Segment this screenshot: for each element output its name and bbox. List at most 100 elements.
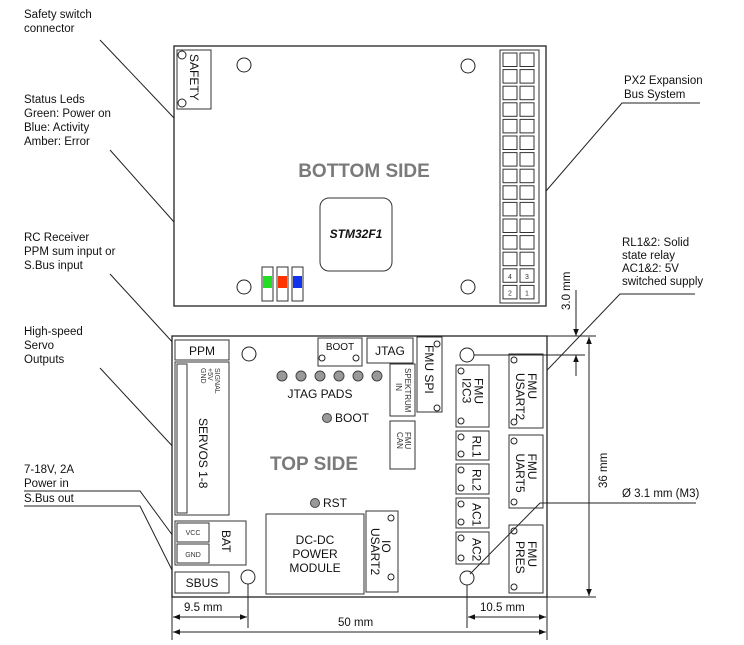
callout-text: 7-18V, 2A: [24, 464, 74, 476]
connector-pin: [502, 218, 518, 233]
callout-text: RL1&2: Solid: [622, 237, 689, 249]
pin-number: 2: [508, 290, 512, 297]
callout-px2: PX2 Expansion Bus System: [539, 75, 703, 199]
connector-pin: [519, 135, 535, 150]
servos-label: SERVOS 1-8: [196, 418, 210, 489]
safety-connector: SAFETY: [176, 49, 212, 110]
connector-label: FMU: [525, 454, 539, 480]
leader-line: [109, 149, 175, 223]
connector-pin: [519, 85, 535, 101]
connector-pin: [519, 251, 535, 267]
callout-text: Green: Power on: [24, 108, 111, 120]
connector-pin: [519, 218, 535, 233]
callout-relay: RL1&2: Solid state relay AC1&2: 5V switc…: [486, 237, 703, 434]
callout-safety: Safety switch connector: [24, 9, 175, 119]
connector-pin: [502, 152, 518, 167]
width-dim: 50 mm: [338, 617, 373, 629]
callout-text: High-speed: [24, 326, 83, 338]
ppm-connector: [174, 339, 230, 361]
callout-rc: RC Receiver PPM sum input or S.Bus input: [24, 232, 177, 347]
connector: [508, 353, 544, 429]
connector-label: FMU: [525, 373, 539, 399]
pin-icon: [510, 498, 518, 506]
connector-pin: [502, 235, 518, 250]
connector-label: AC2: [470, 538, 484, 562]
pin-icon: [387, 573, 395, 581]
mount-hole: [240, 569, 256, 585]
gnd-label: GND: [185, 552, 201, 559]
jtag-pad: [352, 370, 364, 382]
mount-hole: [460, 58, 476, 74]
connector-pin: [502, 118, 518, 134]
connector-pin: [519, 268, 535, 283]
pin-icon: [510, 583, 518, 591]
jtag-pads: [276, 370, 383, 382]
status-led: [293, 276, 302, 288]
spektrum-label: SPEKTRUM: [403, 368, 412, 413]
jtag-label: JTAG: [375, 344, 405, 358]
leader-line: [99, 367, 177, 451]
connector-pin: [502, 185, 518, 200]
callout-text: RC Receiver: [24, 232, 89, 244]
connector-pin: [502, 284, 518, 300]
callout-text: S.Bus out: [24, 493, 75, 505]
leader-line: [109, 273, 177, 347]
leader-line: [539, 102, 700, 199]
callout-text: Status Leds: [24, 94, 85, 106]
jtag-pads-label: JTAG PADS: [288, 387, 353, 401]
connector-pin: [502, 251, 518, 267]
connector-label: UART5: [513, 454, 527, 493]
connector-pin: [502, 135, 518, 150]
pin-icon: [177, 50, 187, 60]
chip-label: STM32F1: [330, 227, 383, 241]
stm32-chip: [319, 197, 393, 272]
pin-icon: [457, 554, 465, 562]
fmu-spi-connector: [416, 336, 443, 413]
mount-hole: [459, 570, 475, 586]
jtag-pad: [276, 370, 288, 382]
callout-text: connector: [24, 23, 75, 35]
safety-label: SAFETY: [187, 54, 201, 101]
connector-label: FMU: [472, 378, 486, 404]
right-offset-dim: 10.5 mm: [480, 602, 525, 614]
connector-label: PRES: [513, 541, 527, 574]
connector-label: USART2: [513, 373, 527, 420]
callout-text: S.Bus input: [24, 260, 84, 272]
callout-text: Servo: [24, 340, 54, 352]
connector-pin: [519, 118, 535, 134]
top-side-board: PPM BOOT JTAG FMU SPI JTAG PADS SPEKTRUM…: [171, 335, 548, 598]
leader-line: [24, 490, 177, 541]
callout-text: Outputs: [24, 354, 65, 366]
dcdc-power-module: [265, 513, 365, 595]
pin-icon: [433, 404, 441, 412]
bat-label: BAT: [219, 530, 233, 553]
callout-leds: Status Leds Green: Power on Blue: Activi…: [24, 94, 175, 223]
pin-icon: [457, 417, 465, 425]
mount-hole: [236, 279, 252, 295]
servo-pin-label: SIGNAL: [213, 368, 220, 394]
connector-pin: [519, 102, 535, 117]
left-offset-dim: 9.5 mm: [184, 602, 222, 614]
callout-text: PX2 Expansion: [624, 75, 703, 87]
pin-number: 1: [525, 290, 529, 297]
callout-servo: High-speed Servo Outputs: [24, 326, 177, 451]
jtag-pad: [371, 370, 383, 382]
pin-icon: [510, 356, 518, 364]
callout-text: Power in: [24, 478, 69, 490]
ppm-label: PPM: [189, 344, 215, 358]
fmu-spi-label: FMU SPI: [422, 345, 436, 394]
connector-label: AC1: [470, 503, 484, 527]
callout-text: switched supply: [622, 276, 703, 288]
callout-text: Bus System: [624, 89, 685, 101]
connector-pin: [519, 168, 535, 184]
connector: [508, 524, 544, 594]
connector-label: RL1: [470, 436, 484, 458]
boot-pad: [322, 413, 332, 423]
connector: [455, 364, 490, 428]
mount-hole: [459, 347, 475, 363]
jtag-pad: [295, 370, 307, 382]
pin-icon: [457, 518, 465, 526]
connector-pin: [502, 102, 518, 117]
